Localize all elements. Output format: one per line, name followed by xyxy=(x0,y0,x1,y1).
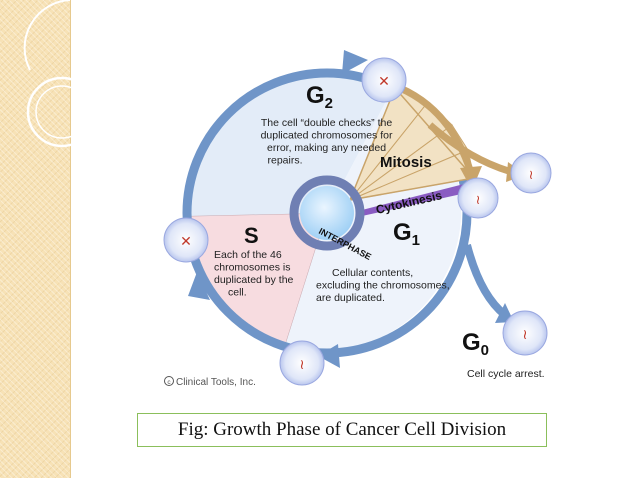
svg-text:≀: ≀ xyxy=(522,326,527,342)
figure-caption: Fig: Growth Phase of Cancer Cell Divisio… xyxy=(137,413,547,447)
decorative-side-panel xyxy=(0,0,71,478)
decorative-circle-inner xyxy=(35,85,89,139)
arrow-to-g1-start xyxy=(318,344,340,368)
g1-description: Cellular contents, excluding the chromos… xyxy=(316,267,453,304)
decorative-arc-top xyxy=(23,0,71,71)
cytokinesis-band xyxy=(362,184,466,216)
s-description: Each of the 46 chromosomes is duplicated… xyxy=(214,249,296,299)
mitosis-label: Mitosis xyxy=(380,154,432,171)
cell-icon-daughter-2: ≀ xyxy=(510,152,552,194)
g2-label: G2 xyxy=(306,82,333,112)
arrow-to-s xyxy=(188,272,210,300)
svg-text:≀: ≀ xyxy=(476,192,481,207)
svg-text:≀: ≀ xyxy=(299,356,304,372)
svg-text:≀: ≀ xyxy=(529,167,534,182)
cell-icon-g2: ✕ xyxy=(361,57,407,103)
s-label: S xyxy=(244,223,259,248)
g2-description: The cell “double checks” the duplicated … xyxy=(261,117,396,167)
svg-text:✕: ✕ xyxy=(180,233,192,249)
mitosis-outer-arrow xyxy=(398,84,474,172)
svg-text:✕: ✕ xyxy=(378,73,390,89)
arrow-to-g2 xyxy=(342,50,368,74)
nucleus xyxy=(300,186,354,240)
g0-description: Cell cycle arrest. xyxy=(467,368,545,380)
g0-branch-arrow xyxy=(463,243,508,319)
svg-text:c: c xyxy=(167,379,171,386)
g0-label: G0 xyxy=(462,329,489,359)
cell-icon-g1-bottom: ≀ xyxy=(279,340,325,386)
cell-icon-daughter-1: ≀ xyxy=(457,177,499,219)
nucleus-ring xyxy=(289,175,365,251)
copyright-icon: c xyxy=(164,376,174,386)
mitosis-branch-arrow xyxy=(427,122,513,176)
mitosis-outer-arrowhead xyxy=(460,166,482,190)
cell-icon-s: ✕ xyxy=(163,217,209,263)
decorative-circle xyxy=(26,76,98,148)
credit-text: Clinical Tools, Inc. xyxy=(176,377,256,388)
g1-label: G1 xyxy=(393,219,420,249)
cell-icon-g0: ≀ xyxy=(502,310,548,356)
